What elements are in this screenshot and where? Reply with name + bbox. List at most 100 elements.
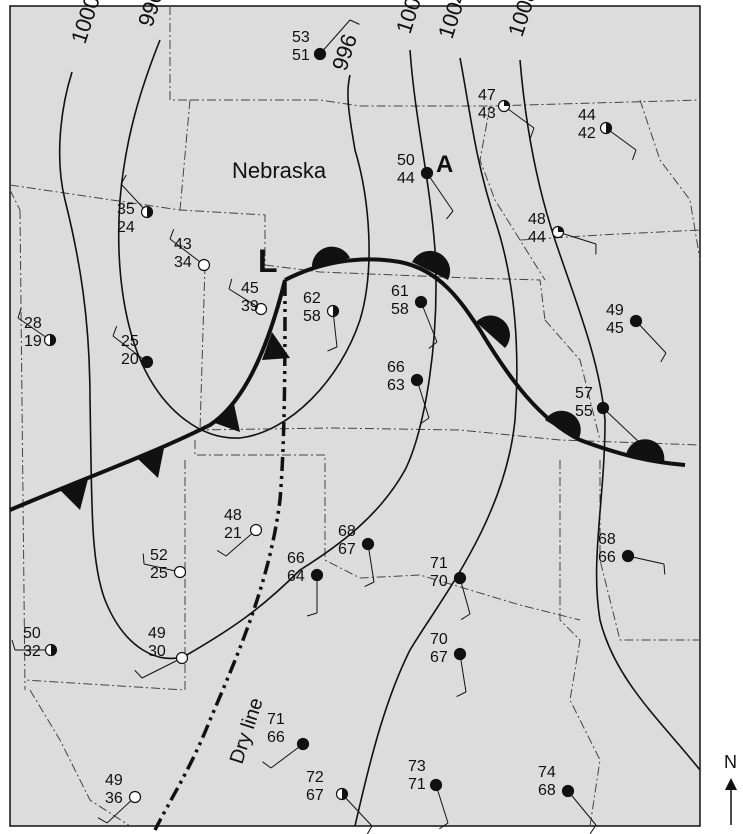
station-temperature: 74 (538, 764, 556, 781)
station-dewpoint: 39 (241, 298, 259, 315)
cold-front (9, 279, 290, 512)
wind-barb (627, 555, 665, 565)
cloud-cover-circle (173, 565, 187, 579)
station-temperature: 49 (606, 302, 624, 319)
cloud-cover-circle (621, 549, 635, 563)
warm-front-semicircle (626, 439, 665, 462)
wind-barb-feather (112, 326, 118, 337)
wind-barb (341, 793, 373, 827)
station-dewpoint: 20 (121, 351, 139, 368)
cold-front-triangle (262, 332, 290, 360)
dry-line (153, 281, 287, 831)
boundary-oklahoma-east (559, 460, 601, 827)
station-dewpoint: 45 (606, 320, 624, 337)
cloud-cover-circle (140, 355, 154, 369)
cloud-cover-fill (558, 226, 564, 232)
wind-barb-feather (169, 229, 175, 240)
station-dewpoint: 42 (578, 125, 596, 142)
wind-barb-feather (306, 612, 318, 617)
wind-barb-feather (134, 670, 143, 679)
wind-barb (169, 238, 205, 266)
wind-barb-feather (420, 417, 430, 425)
wind-barb-feather (660, 352, 667, 363)
cloud-cover-circle (414, 295, 428, 309)
boundary-colorado-west (19, 209, 26, 691)
cloud-cover-circle (420, 166, 434, 180)
station-dewpoint: 67 (306, 787, 324, 804)
wind-barb-feather (97, 817, 108, 824)
cloud-cover-fill (50, 334, 56, 346)
warm-front-semicircle (412, 250, 451, 280)
station-dewpoint: 25 (150, 565, 168, 582)
cloud-cover-circle (310, 568, 324, 582)
station-temperature: 50 (397, 152, 415, 169)
wind-barb-feather (446, 210, 454, 220)
low-pressure-label: L (258, 243, 278, 279)
warm-front-semicircle (311, 246, 350, 268)
wind-barb (225, 529, 257, 557)
warm-front-semicircle (476, 315, 510, 348)
isobar-1004-line (354, 57, 518, 827)
wind-barb-feather (460, 613, 471, 620)
station-dewpoint: 63 (387, 377, 405, 394)
wind-barb-feather (142, 553, 145, 565)
station-dewpoint: 66 (598, 549, 616, 566)
wind-barb (228, 288, 262, 310)
wind-barb (435, 784, 449, 824)
station-dewpoint: 30 (148, 643, 166, 660)
cloud-cover-circle (175, 651, 189, 665)
cold-front-line (9, 279, 287, 512)
cold-front-triangle (60, 479, 88, 510)
cloud-cover-fill (333, 305, 339, 317)
wind-barb (416, 379, 430, 419)
cloud-cover-circle (629, 314, 643, 328)
wind-barb-feather (663, 563, 666, 575)
station-temperature: 48 (528, 211, 546, 228)
wind-barb-feather (120, 174, 127, 185)
station-temperature: 62 (303, 290, 321, 307)
cold-front-triangle (212, 404, 240, 432)
station-temperature: 49 (105, 772, 123, 789)
station-dewpoint: 44 (528, 229, 546, 246)
isobar-1000-west-line (58, 49, 437, 660)
station-temperature: 45 (241, 280, 259, 297)
north-label: N (724, 752, 737, 772)
point-a-label: A (436, 151, 453, 178)
boundary-wyoming-east (179, 99, 191, 211)
isobar-1008-line (519, 59, 701, 771)
wind-barb (143, 563, 181, 573)
station-temperature: 57 (575, 385, 593, 402)
station-dewpoint: 64 (287, 568, 305, 585)
wind-barb (602, 407, 640, 443)
station-temperature: 43 (174, 236, 192, 253)
cloud-cover-fill (504, 100, 510, 106)
cloud-cover-circle (361, 537, 375, 551)
cloud-cover-circle (296, 737, 310, 751)
wind-barb (503, 105, 535, 129)
station-temperature: 68 (338, 523, 356, 540)
station-temperature: 72 (306, 769, 324, 786)
cloud-cover-circle (249, 523, 263, 537)
cloud-cover-circle (561, 784, 575, 798)
cloud-cover-circle (410, 373, 424, 387)
boundary-missouri (544, 319, 601, 441)
state-label: Nebraska (232, 158, 327, 183)
station-temperature: 28 (24, 315, 42, 332)
wind-barb (17, 317, 51, 341)
wind-barb (112, 335, 148, 363)
station-dewpoint: 67 (338, 541, 356, 558)
